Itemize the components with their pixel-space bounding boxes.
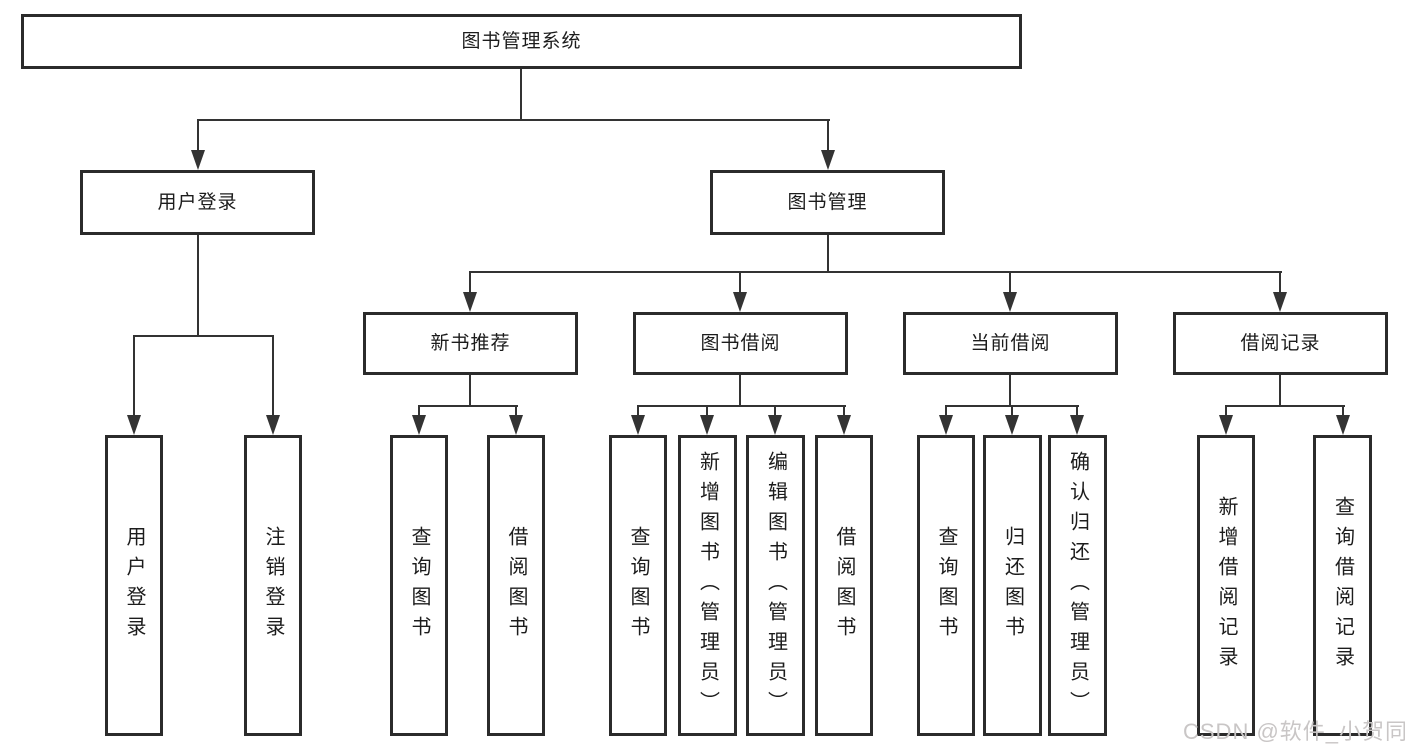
node-leaf-logout: 注销登录 xyxy=(244,435,302,736)
connector-line xyxy=(1011,406,1013,416)
node-label: 新增图书（管理员） xyxy=(696,450,719,721)
node-label: 借阅图书 xyxy=(833,525,855,646)
node-label: 图书管理系统 xyxy=(461,31,582,52)
node-user-login: 用户登录 xyxy=(80,170,315,235)
arrowhead-icon xyxy=(1219,415,1233,435)
connector-line xyxy=(1279,375,1281,406)
connector-line xyxy=(1342,406,1344,416)
node-label: 查询图书 xyxy=(408,525,430,646)
arrowhead-icon xyxy=(631,415,645,435)
connector-line xyxy=(706,406,708,416)
arrowhead-icon xyxy=(509,415,523,435)
connector-line xyxy=(515,406,517,416)
connector-line xyxy=(827,120,829,151)
node-leaf-edit-books-admin: 编辑图书（管理员） xyxy=(746,435,805,736)
connector-line xyxy=(827,235,829,272)
watermark: CSDN @软件_小贺同学 xyxy=(1183,719,1405,744)
connector-line xyxy=(197,235,199,336)
node-new-book-recommend: 新书推荐 xyxy=(363,312,578,375)
node-label: 查询图书 xyxy=(935,525,957,646)
connector-line xyxy=(197,120,199,151)
connector-line xyxy=(1225,405,1345,407)
connector-line xyxy=(1009,375,1011,406)
node-leaf-query-books: 查询图书 xyxy=(917,435,975,736)
connector-line xyxy=(1279,272,1281,293)
arrowhead-icon xyxy=(821,150,835,170)
node-leaf-query-books: 查询图书 xyxy=(390,435,448,736)
node-leaf-add-books-admin: 新增图书（管理员） xyxy=(678,435,737,736)
node-label: 查询图书 xyxy=(627,525,649,646)
connector-line xyxy=(739,375,741,406)
connector-line xyxy=(418,406,420,416)
node-label: 新书推荐 xyxy=(430,333,511,354)
node-label: 图书借阅 xyxy=(700,333,781,354)
node-label: 借阅记录 xyxy=(1240,333,1321,354)
arrowhead-icon xyxy=(1273,292,1287,312)
connector-line xyxy=(1225,406,1227,416)
connector-line xyxy=(272,336,274,416)
node-label: 当前借阅 xyxy=(970,333,1051,354)
connector-line xyxy=(133,336,135,416)
connector-line xyxy=(469,272,471,293)
node-label: 注销登录 xyxy=(262,525,284,646)
node-current-borrowing: 当前借阅 xyxy=(903,312,1118,375)
arrowhead-icon xyxy=(939,415,953,435)
node-label: 借阅图书 xyxy=(505,525,527,646)
node-book-management: 图书管理 xyxy=(710,170,945,235)
connector-line xyxy=(774,406,776,416)
node-label: 确认归还（管理员） xyxy=(1066,450,1089,721)
node-label: 查询借阅记录 xyxy=(1331,495,1354,676)
arrowhead-icon xyxy=(837,415,851,435)
node-leaf-query-borrow-record: 查询借阅记录 xyxy=(1313,435,1372,736)
arrowhead-icon xyxy=(127,415,141,435)
node-leaf-borrow-books: 借阅图书 xyxy=(815,435,873,736)
node-leaf-confirm-return-admin: 确认归还（管理员） xyxy=(1048,435,1107,736)
node-label: 编辑图书（管理员） xyxy=(764,450,787,721)
connector-line xyxy=(637,406,639,416)
arrowhead-icon xyxy=(412,415,426,435)
node-leaf-user-login: 用户登录 xyxy=(105,435,163,736)
arrowhead-icon xyxy=(463,292,477,312)
arrowhead-icon xyxy=(1070,415,1084,435)
node-leaf-add-borrow-record: 新增借阅记录 xyxy=(1197,435,1255,736)
node-label: 新增借阅记录 xyxy=(1215,495,1237,676)
connector-line xyxy=(945,406,947,416)
connector-line xyxy=(469,375,471,406)
connector-line xyxy=(1076,406,1078,416)
node-library-system: 图书管理系统 xyxy=(21,14,1022,69)
arrowhead-icon xyxy=(1005,415,1019,435)
connector-line xyxy=(197,119,830,121)
node-leaf-borrow-books: 借阅图书 xyxy=(487,435,545,736)
node-leaf-return-books: 归还图书 xyxy=(983,435,1042,736)
connector-line xyxy=(133,335,274,337)
node-book-borrowing: 图书借阅 xyxy=(633,312,848,375)
node-label: 用户登录 xyxy=(157,192,238,213)
arrowhead-icon xyxy=(700,415,714,435)
node-label: 用户登录 xyxy=(123,525,145,646)
connector-line xyxy=(520,69,522,120)
node-label: 图书管理 xyxy=(787,192,868,213)
arrowhead-icon xyxy=(266,415,280,435)
arrowhead-icon xyxy=(733,292,747,312)
arrowhead-icon xyxy=(1336,415,1350,435)
arrowhead-icon xyxy=(1003,292,1017,312)
connector-line xyxy=(739,272,741,293)
connector-line xyxy=(469,271,1282,273)
arrowhead-icon xyxy=(768,415,782,435)
node-label: 归还图书 xyxy=(1001,525,1024,646)
connector-line xyxy=(418,405,518,407)
connector-line xyxy=(637,405,846,407)
connector-line xyxy=(843,406,845,416)
connector-line xyxy=(1009,272,1011,293)
node-leaf-query-books: 查询图书 xyxy=(609,435,667,736)
node-borrowing-records: 借阅记录 xyxy=(1173,312,1388,375)
arrowhead-icon xyxy=(191,150,205,170)
